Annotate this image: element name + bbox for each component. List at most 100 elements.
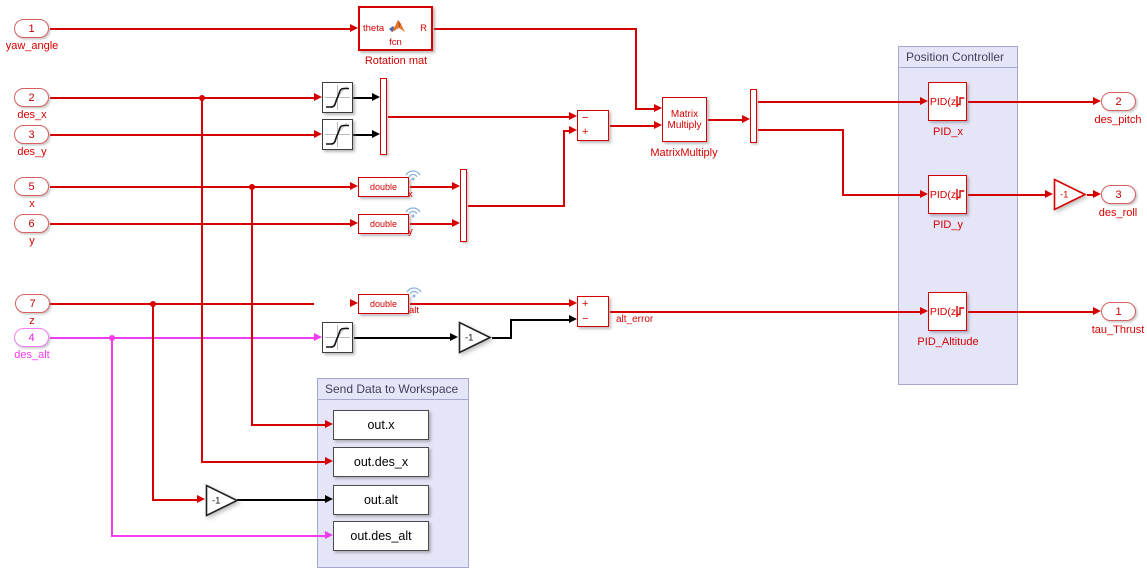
signal-sat3-out[interactable] xyxy=(354,337,450,339)
signal-y[interactable] xyxy=(50,223,350,225)
outport-tau-thrust[interactable]: 1 xyxy=(1101,302,1136,321)
signal-mux-xy-out-h[interactable] xyxy=(468,205,564,207)
signal-pidx-out[interactable] xyxy=(968,101,1093,103)
branch-dot-des-alt xyxy=(109,335,115,341)
mux-xy[interactable] xyxy=(460,169,467,242)
inport-y[interactable]: 6 xyxy=(14,214,49,233)
rotation-mat-label: Rotation mat xyxy=(364,55,428,67)
signal-gain-alt-out-h[interactable] xyxy=(492,337,511,339)
data-type-conversion-y[interactable]: double xyxy=(358,214,409,234)
signal-demux-out2-v[interactable] xyxy=(842,129,844,195)
fcn-input-port-label: theta xyxy=(363,23,385,34)
saturation-des-y-block[interactable] xyxy=(322,119,353,150)
gain-des-roll-block[interactable]: -1 xyxy=(1053,178,1087,211)
arrow-into-pidalt xyxy=(920,307,928,315)
signal-des-x[interactable] xyxy=(50,97,314,99)
gain-out-alt-block[interactable]: -1 xyxy=(205,484,239,517)
signal-pidalt-out[interactable] xyxy=(968,311,1093,313)
to-workspace-out-x[interactable]: out.x xyxy=(333,410,429,440)
branch-dot-x xyxy=(249,184,255,190)
matrix-multiply-block[interactable]: Matrix Multiply xyxy=(662,97,707,142)
signal-des-y[interactable] xyxy=(50,134,314,136)
matlab-function-block[interactable]: theta R fcn xyxy=(358,6,433,51)
signal-alt-error[interactable] xyxy=(610,311,920,313)
demux-pitch-roll[interactable] xyxy=(750,89,757,143)
outport-des-pitch[interactable]: 2 xyxy=(1101,92,1136,111)
signal-mm-out[interactable] xyxy=(708,119,742,121)
outport-label-des-pitch: des_pitch xyxy=(1094,114,1142,126)
signal-gain-outalt-out[interactable] xyxy=(237,499,325,501)
to-workspace-out-des-x[interactable]: out.des_x xyxy=(333,447,429,477)
signal-logging-icon xyxy=(406,287,422,298)
signal-mux-xy-out-h2[interactable] xyxy=(563,130,569,132)
sum-alt-block[interactable]: + − xyxy=(577,296,609,327)
signal-rotation-out-h[interactable] xyxy=(434,28,637,30)
inport-yaw-angle[interactable]: 1 xyxy=(14,19,49,38)
signal-demux-out2-h[interactable] xyxy=(758,129,843,131)
conversion-text: double xyxy=(369,219,398,229)
arrow-into-rotation xyxy=(350,24,358,32)
branch-des-x-h[interactable] xyxy=(201,461,325,463)
to-workspace-out-alt[interactable]: out.alt xyxy=(333,485,429,515)
gain-value: -1 xyxy=(465,332,474,343)
inport-number: 5 xyxy=(28,180,35,193)
arrow-into-mm-1 xyxy=(654,104,662,112)
pid-x-block[interactable]: PID(z xyxy=(928,82,967,121)
branch-des-x-v[interactable] xyxy=(201,97,203,462)
signal-pidy-out[interactable] xyxy=(968,194,1045,196)
branch-z-v[interactable] xyxy=(152,303,154,500)
signal-yaw-angle[interactable] xyxy=(50,28,350,30)
signal-rotation-out-h2[interactable] xyxy=(635,108,654,110)
sum-xy-block[interactable]: − + xyxy=(577,110,609,141)
inport-des-y[interactable]: 3 xyxy=(14,125,49,144)
signal-z[interactable] xyxy=(49,303,314,305)
branch-des-alt-v[interactable] xyxy=(111,337,113,536)
sum-sign-minus: − xyxy=(582,112,589,124)
saturation-des-alt-block[interactable] xyxy=(322,322,353,353)
inport-des-alt[interactable]: 4 xyxy=(14,328,49,347)
arrow-into-double-y xyxy=(350,219,358,227)
branch-des-alt-h[interactable] xyxy=(111,535,325,537)
outport-des-roll[interactable]: 3 xyxy=(1101,185,1136,204)
data-type-conversion-alt[interactable]: double xyxy=(358,294,409,314)
alt-error-signal-label[interactable]: alt_error xyxy=(616,314,654,325)
signal-gain-alt-out-v[interactable] xyxy=(510,319,512,339)
signal-double-x-out[interactable] xyxy=(410,186,452,188)
arrow-into-gain-desroll xyxy=(1045,190,1053,198)
inport-z[interactable]: 7 xyxy=(15,294,50,313)
signal-sat2-out[interactable] xyxy=(353,134,372,136)
logged-signal-name-alt: alt xyxy=(409,305,420,316)
inport-des-x[interactable]: 2 xyxy=(14,88,49,107)
data-type-conversion-x[interactable]: double xyxy=(358,177,409,197)
branch-x-v[interactable] xyxy=(251,186,253,425)
signal-des-alt[interactable] xyxy=(50,337,314,339)
discrete-pid-step-icon xyxy=(956,189,965,200)
arrow-into-double-x xyxy=(350,182,358,190)
signal-x[interactable] xyxy=(50,186,350,188)
pid-x-label: PID_x xyxy=(933,126,963,138)
to-workspace-out-des-alt[interactable]: out.des_alt xyxy=(333,521,429,551)
conversion-text: double xyxy=(369,299,398,309)
signal-demux-out2-h2[interactable] xyxy=(842,194,920,196)
inport-label-y: y xyxy=(29,235,35,247)
mux-des-xy[interactable] xyxy=(380,78,387,155)
signal-double-alt-out[interactable] xyxy=(410,303,569,305)
pid-altitude-block[interactable]: PID(z xyxy=(928,292,967,331)
signal-gain-desroll-out[interactable] xyxy=(1087,194,1093,196)
saturation-des-x-block[interactable] xyxy=(322,82,353,113)
signal-mux-des-out[interactable] xyxy=(388,116,569,118)
signal-logging-icon xyxy=(405,207,421,218)
signal-sat1-out[interactable] xyxy=(353,97,372,99)
pid-y-block[interactable]: PID(z xyxy=(928,175,967,214)
branch-x-h[interactable] xyxy=(251,424,325,426)
branch-z-h[interactable] xyxy=(152,499,197,501)
signal-rotation-out-v[interactable] xyxy=(635,28,637,109)
signal-sum-xy-out[interactable] xyxy=(610,125,654,127)
arrow-into-mux-des-1 xyxy=(372,93,380,101)
signal-mux-xy-out-v[interactable] xyxy=(563,130,565,207)
signal-gain-alt-out-h2[interactable] xyxy=(510,319,569,321)
inport-x[interactable]: 5 xyxy=(14,177,49,196)
signal-double-y-out[interactable] xyxy=(410,223,452,225)
gain-alt-error-block[interactable]: -1 xyxy=(458,321,492,354)
signal-demux-out1[interactable] xyxy=(758,101,920,103)
